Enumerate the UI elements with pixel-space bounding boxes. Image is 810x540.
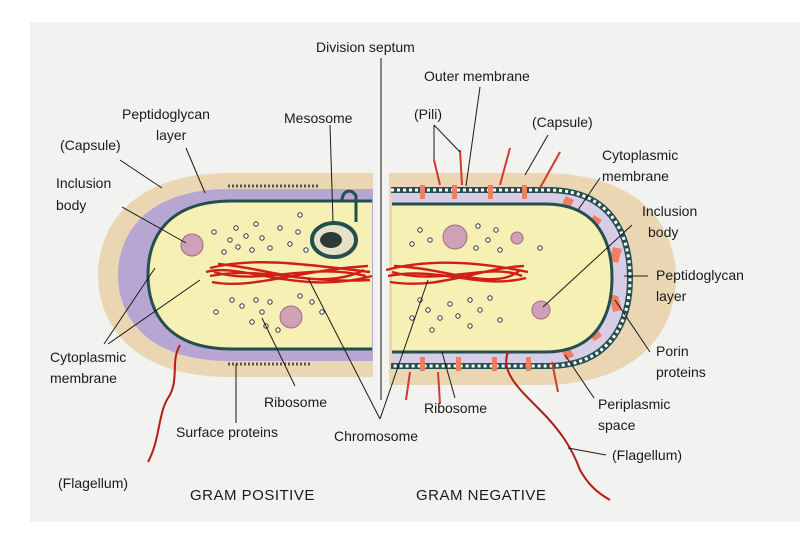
gram-positive-inclusion-body	[279, 305, 303, 329]
label-outer-membrane: Outer membrane	[424, 68, 530, 84]
label-periplasmic-space-line2: space	[598, 417, 636, 433]
label-gram-positive-ribosome: Ribosome	[264, 394, 327, 410]
label-gram-negative-ribosome: Ribosome	[424, 400, 487, 416]
gram-negative-inclusion-body	[531, 300, 551, 320]
label-gram-negative-cytoplasmic-membrane-line1: Cytoplasmic	[602, 147, 678, 163]
label-gram-negative-peptidoglycan-line2: layer	[656, 288, 687, 304]
label-gram-positive-inclusion-body-line2: body	[56, 197, 86, 213]
label-gram-positive-capsule: (Capsule)	[60, 137, 121, 153]
label-gram-negative-peptidoglycan-line1: Peptidoglycan	[656, 267, 744, 283]
gram-negative-inclusion-body	[510, 231, 524, 245]
mesosome-stalk	[340, 189, 358, 222]
pili	[405, 147, 561, 405]
label-periplasmic-space-line1: Periplasmic	[598, 396, 670, 412]
gram-negative-ribosomes	[409, 223, 543, 333]
caption-gram-negative: GRAM NEGATIVE	[416, 487, 546, 504]
label-gram-negative-cytoplasmic-membrane-line2: membrane	[602, 168, 669, 184]
label-gram-positive-peptidoglycan-line1: Peptidoglycan	[122, 106, 210, 122]
gram-positive-chromosome	[205, 261, 373, 286]
gram-negative-flagellum	[505, 351, 611, 501]
mesosome-core	[320, 232, 342, 248]
label-gram-positive-cytoplasmic-membrane-line2: membrane	[50, 370, 117, 386]
gram-positive-flagellum	[147, 344, 181, 463]
gram-negative-chromosome	[385, 261, 529, 285]
label-gram-positive-flagellum: (Flagellum)	[58, 475, 128, 491]
label-division-septum: Division septum	[316, 39, 415, 55]
gram-positive-cell	[98, 173, 373, 463]
labels: Division septum Outer membrane (Pili) (C…	[50, 39, 744, 504]
label-gram-positive-peptidoglycan-line2: layer	[156, 127, 187, 143]
gram-negative-outer-membrane-beads	[391, 188, 632, 368]
label-pili: (Pili)	[414, 106, 442, 122]
caption-gram-positive: GRAM POSITIVE	[190, 487, 315, 504]
label-chromosome: Chromosome	[334, 428, 418, 444]
leader-lines	[103, 86, 651, 456]
label-porin-proteins-line1: Porin	[656, 343, 689, 359]
label-gram-negative-inclusion-body-line2: body	[648, 224, 678, 240]
gram-positive-ribosomes	[211, 212, 325, 333]
label-gram-negative-capsule: (Capsule)	[532, 114, 593, 130]
label-surface-proteins: Surface proteins	[176, 424, 278, 440]
label-gram-positive-cytoplasmic-membrane-line1: Cytoplasmic	[50, 349, 126, 365]
label-gram-positive-inclusion-body-line1: Inclusion	[56, 175, 111, 191]
gram-negative-cell	[385, 147, 676, 501]
gram-negative-inclusion-body	[442, 224, 468, 250]
label-porin-proteins-line2: proteins	[656, 364, 706, 380]
gram-negative-cytoplasmic-membrane	[392, 202, 614, 354]
gram-positive-inclusion-body	[180, 233, 204, 257]
label-gram-negative-inclusion-body-line1: Inclusion	[642, 203, 697, 219]
gram-positive-cytoplasmic-membrane	[146, 199, 372, 351]
label-mesosome: Mesosome	[284, 110, 353, 126]
label-gram-negative-flagellum: (Flagellum)	[612, 447, 682, 463]
